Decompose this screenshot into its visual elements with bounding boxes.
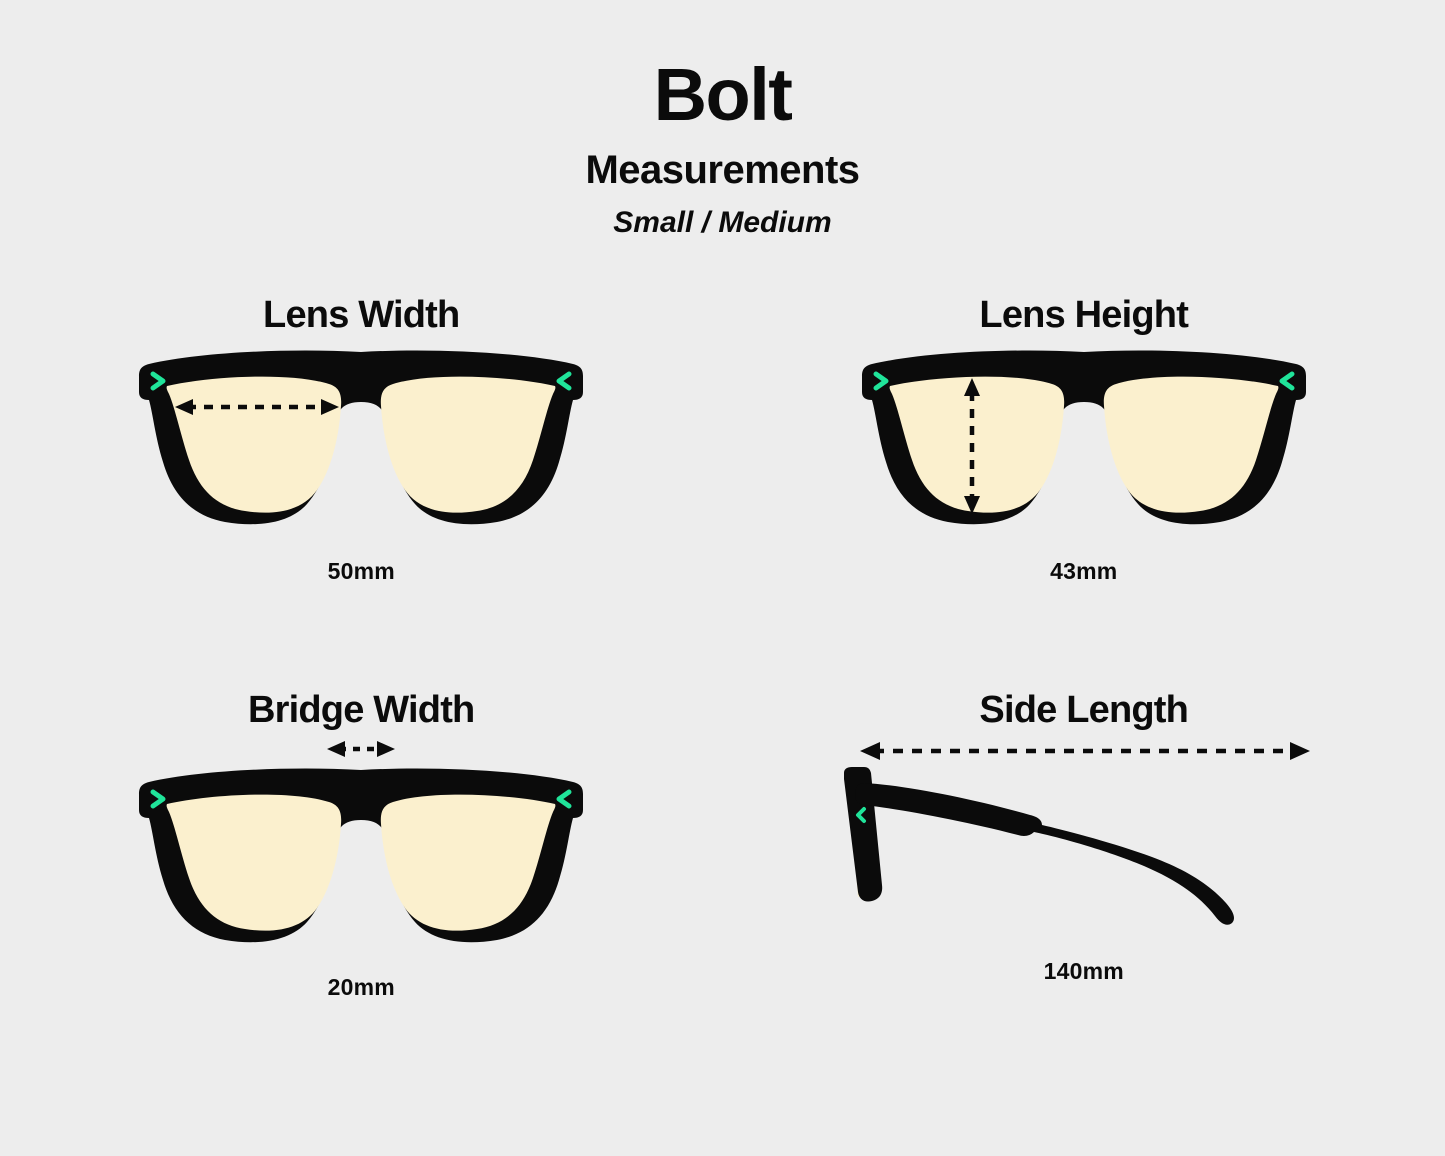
arrowhead-right-icon [1289, 742, 1310, 760]
card-title-side-length: Side Length [979, 689, 1189, 731]
temple-arm [854, 783, 1234, 925]
arrowhead-right-icon [321, 399, 340, 415]
glasses-front-svg [139, 350, 584, 525]
measurement-card-side-length: Side Length [723, 691, 1445, 1086]
size-variant-label: Small / Medium [613, 206, 832, 239]
glasses-side-svg [843, 742, 1310, 925]
page-title: Bolt [653, 53, 793, 136]
arrowhead-left-icon [859, 742, 880, 760]
glasses-side-diagram [834, 735, 1334, 950]
arrowhead-left-icon [175, 399, 194, 415]
glasses-front-svg [861, 350, 1306, 525]
card-title-lens-width: Lens Width [263, 294, 460, 336]
page-header: Bolt Measurements Small / Medium [0, 58, 1445, 238]
measurements-grid: Lens Width [0, 296, 1445, 1086]
card-value-side-length: 140mm [1043, 958, 1124, 984]
accent-chevron-right-icon [556, 371, 572, 391]
arrowhead-right-icon [377, 741, 396, 757]
accent-chevron-right-icon [1279, 371, 1295, 391]
accent-chevron-left-icon [873, 371, 889, 391]
arrowhead-down-icon [963, 496, 980, 514]
card-title-lens-height: Lens Height [979, 294, 1189, 336]
accent-chevron-right-icon [556, 789, 572, 809]
card-value-bridge-width: 20mm [327, 974, 395, 1000]
card-value-lens-width: 50mm [327, 558, 395, 584]
arrowhead-left-icon [327, 741, 346, 757]
glasses-front-diagram-lens-height [854, 350, 1314, 540]
accent-chevron-side-icon [855, 807, 866, 823]
accent-chevron-left-icon [150, 371, 166, 391]
measurement-card-bridge-width: Bridge Width [0, 691, 723, 1086]
measurement-card-lens-width: Lens Width [0, 296, 723, 691]
card-title-bridge-width: Bridge Width [248, 689, 475, 731]
glasses-front-diagram-bridge-width [131, 733, 591, 958]
lens-height-dimension-arrow [963, 378, 980, 514]
glasses-front-diagram-lens-width [131, 350, 591, 540]
glasses-front-svg [139, 741, 584, 943]
bridge-width-dimension-arrow [327, 741, 396, 757]
card-value-lens-height: 43mm [1050, 558, 1118, 584]
glasses-front-group [139, 768, 584, 943]
measurement-card-lens-height: Lens Height 43mm [723, 296, 1445, 691]
side-length-dimension-arrow [859, 742, 1310, 760]
arrowhead-up-icon [963, 378, 980, 396]
lens-width-dimension-arrow [175, 399, 340, 415]
accent-chevron-left-icon [150, 789, 166, 809]
page-subtitle: Measurements [585, 148, 860, 192]
